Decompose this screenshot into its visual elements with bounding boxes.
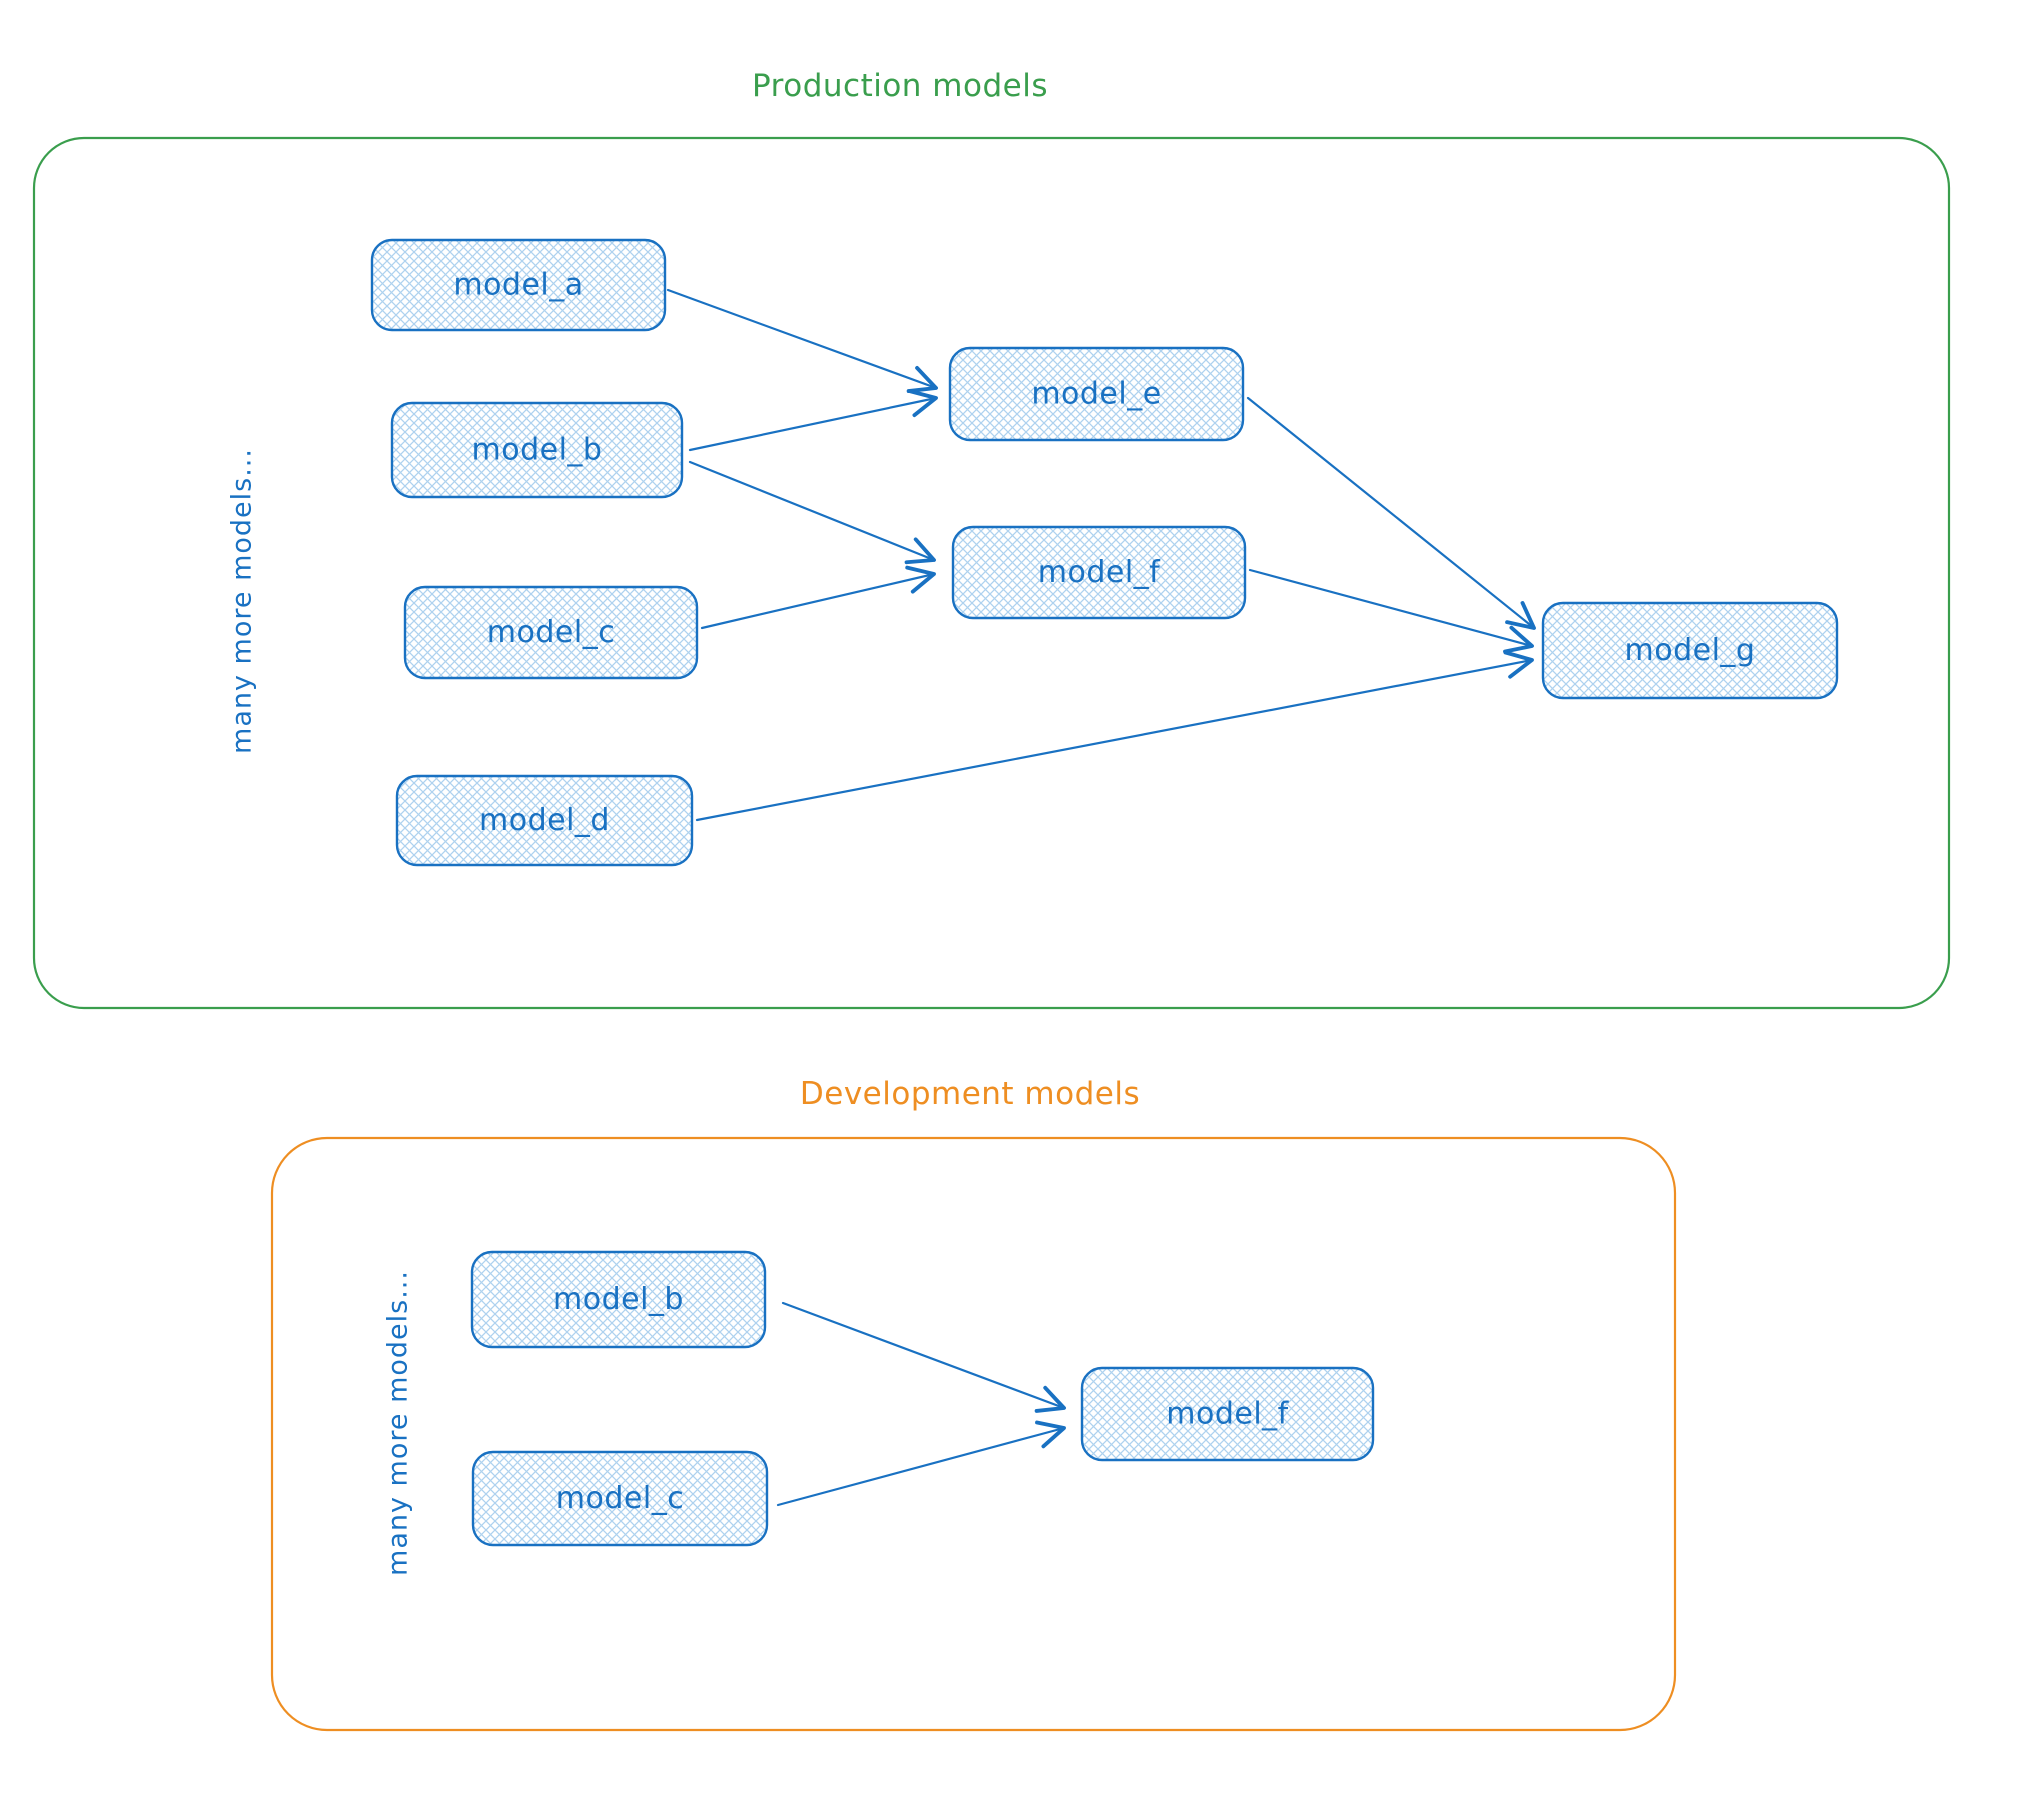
production-side-label: many more models... [226, 448, 258, 754]
node-box-model_d [395, 774, 694, 867]
node-box-dev_model_c [471, 1450, 769, 1547]
node-box-model_c [403, 585, 699, 680]
node-label-model_g: model_g [1625, 633, 1756, 668]
edge-model_b-to-model_f [688, 460, 936, 565]
node-model_c: model_c [403, 585, 699, 680]
node-label-dev_model_b: model_b [553, 1282, 684, 1317]
development-section-title: Development models [799, 1076, 1141, 1112]
production-section-title: Production models [752, 68, 1048, 104]
node-model_f: model_f [951, 525, 1247, 620]
node-box-dev_model_f [1080, 1366, 1375, 1462]
node-box-dev_model_b [470, 1250, 767, 1349]
edge-model_e-to-model_g [1246, 396, 1536, 630]
development-section: model_b model_c model_f [270, 1136, 1677, 1732]
node-label-model_b: model_b [472, 433, 603, 468]
node-model_e: model_e [948, 346, 1245, 442]
node-model_b: model_b [390, 401, 684, 499]
development-side-label: many more models... [382, 1270, 414, 1576]
node-label-model_c: model_c [487, 615, 615, 650]
edge-model_b-to-model_e [688, 389, 938, 452]
node-model_d: model_d [395, 774, 694, 867]
edge-dev_model_b-to-dev_model_f [781, 1301, 1066, 1413]
node-box-model_a [370, 238, 667, 332]
node-model_a: model_a [370, 238, 667, 332]
node-label-model_e: model_e [1031, 377, 1161, 412]
node-box-model_f [951, 525, 1247, 620]
node-dev_model_f: model_f [1080, 1366, 1375, 1462]
edge-model_f-to-model_g [1248, 568, 1534, 654]
node-label-model_a: model_a [453, 268, 583, 303]
production-section: model_a model_b model_c model_d model_emodel… [32, 136, 1951, 1010]
edge-model_a-to-model_e [666, 288, 938, 394]
node-label-dev_model_c: model_c [556, 1481, 684, 1516]
node-box-model_e [948, 346, 1245, 442]
node-box-model_b [390, 401, 684, 499]
node-label-model_d: model_d [479, 803, 610, 838]
node-box-model_g [1541, 601, 1839, 700]
edge-model_c-to-model_f [700, 565, 936, 630]
production-frame [32, 136, 1951, 1010]
development-frame [270, 1136, 1677, 1732]
node-label-dev_model_f: model_f [1166, 1397, 1289, 1432]
node-dev_model_c: model_c [471, 1450, 769, 1547]
node-label-model_f: model_f [1038, 555, 1161, 590]
node-model_g: model_g [1541, 601, 1839, 700]
node-dev_model_b: model_b [470, 1250, 767, 1349]
edge-dev_model_c-to-dev_model_f [776, 1420, 1066, 1507]
edge-model_d-to-model_g [695, 650, 1534, 822]
